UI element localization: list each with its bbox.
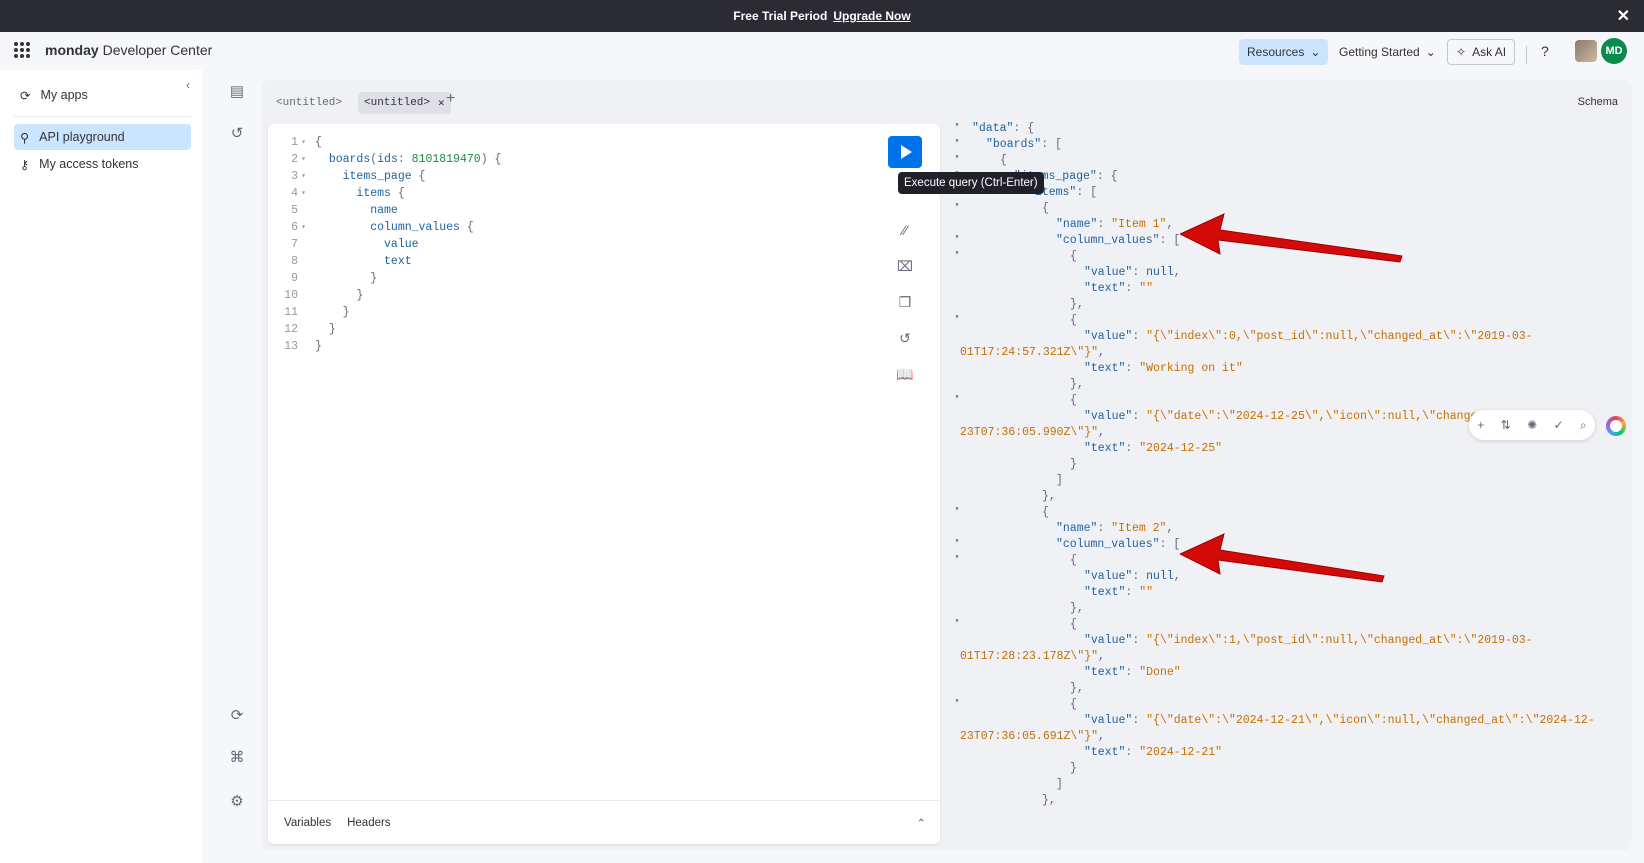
sidebar: ‹ ⟳ My apps ⚲ API playground ⚷ My access… (0, 70, 202, 863)
prettify-icon[interactable]: ⁄⁄ (902, 222, 908, 238)
chevron-up-icon[interactable]: ⌃ (916, 817, 926, 830)
getting-started-button[interactable]: Getting Started ⌄ (1331, 39, 1444, 65)
variables-tab[interactable]: Variables (284, 816, 332, 829)
docs-book-icon[interactable]: 📖 (896, 366, 914, 382)
item1-name: "Item 1" (1111, 218, 1167, 231)
upgrade-link[interactable]: Upgrade Now (833, 9, 911, 23)
token-icon: ⚷ (20, 157, 30, 172)
collapse-sidebar-icon[interactable]: ‹ (186, 78, 190, 92)
add-tab-icon[interactable]: + (446, 90, 456, 107)
shortcuts-icon[interactable]: ⌘ (229, 749, 245, 766)
close-tab-icon[interactable]: ✕ (438, 98, 445, 110)
editor-footer: Variables Headers ⌃ (268, 800, 940, 844)
merge-icon[interactable]: ⌧ (896, 258, 914, 274)
playground-icon: ⚲ (20, 130, 30, 145)
refresh-icon[interactable]: ⟳ (230, 707, 244, 724)
sort-icon[interactable]: ⇅ (1500, 418, 1511, 432)
trial-text: Free Trial Period (733, 9, 828, 23)
docs-icon[interactable]: ▤ (229, 83, 245, 100)
query-code[interactable]: 1▾{ 2▾ boards(ids: 8101819470) { 3▾ item… (284, 136, 502, 353)
search-doc-icon[interactable]: ⌕ (1580, 417, 1587, 432)
result-panel: ▾"data": { ▾"boards": [ ▾{ ▾"items_page"… (954, 121, 1595, 807)
chevron-down-icon: ⌄ (1310, 45, 1321, 59)
workspace-avatar[interactable] (1575, 40, 1597, 62)
sidebar-divider (14, 116, 191, 117)
query-editor[interactable]: 1▾{ 2▾ boards(ids: 8101819470) { 3▾ item… (268, 124, 940, 844)
apps-icon: ⟳ (20, 88, 31, 103)
trial-banner: Free Trial Period Upgrade Now ✕ (0, 0, 1644, 32)
tab-label: <untitled> (276, 97, 343, 109)
top-bar: monday Developer Center Resources ⌄ Gett… (0, 32, 1644, 70)
sidebar-item-label: API playground (39, 130, 125, 144)
tab-untitled-2[interactable]: <untitled> ✕ (358, 92, 451, 114)
sidebar-item-my-apps[interactable]: ⟳ My apps (14, 82, 191, 108)
execute-tooltip: Execute query (Ctrl-Enter) (898, 172, 1044, 194)
chevron-down-icon: ⌄ (1425, 45, 1436, 59)
resources-button[interactable]: Resources ⌄ (1239, 39, 1329, 65)
execute-query-button[interactable] (888, 136, 922, 168)
spellcheck-icon[interactable]: ✓ (1553, 418, 1564, 432)
history-icon[interactable]: ↺ (899, 330, 911, 346)
user-avatar[interactable]: MD (1601, 38, 1627, 64)
sparkle-icon: ✧ (1456, 45, 1467, 59)
history-icon[interactable]: ↺ (230, 125, 244, 142)
sidebar-item-api-playground[interactable]: ⚲ API playground (14, 124, 191, 150)
schema-button[interactable]: Schema (1577, 96, 1618, 108)
playground-rail: ▤ ↺ ⟳ ⌘ ⚙ (215, 70, 260, 863)
divider (1526, 46, 1527, 64)
headers-tab[interactable]: Headers (347, 816, 391, 829)
item2-name: "Item 2" (1111, 522, 1167, 535)
settings-icon[interactable]: ⚙ (230, 793, 244, 810)
bug-icon[interactable]: ✺ (1527, 418, 1538, 432)
getting-started-label: Getting Started (1339, 45, 1420, 59)
help-icon[interactable]: ? (1541, 43, 1549, 59)
app-grid-icon[interactable] (14, 42, 30, 58)
assistant-ring-icon[interactable] (1606, 416, 1626, 436)
close-icon[interactable]: ✕ (1616, 8, 1630, 25)
sidebar-item-access-tokens[interactable]: ⚷ My access tokens (14, 151, 191, 177)
ask-ai-label: Ask AI (1472, 45, 1507, 59)
ask-ai-button[interactable]: ✧ Ask AI (1447, 39, 1516, 65)
floating-toolbar: + ⇅ ✺ ✓ ⌕ (1469, 410, 1595, 440)
brand-title: monday Developer Center (45, 42, 213, 58)
board-id: 8101819470 (411, 153, 481, 166)
playground-main: <untitled> <untitled> ✕ + Schema 1▾{ 2▾ … (262, 80, 1632, 850)
copy-icon[interactable]: ❐ (898, 294, 912, 310)
plus-icon[interactable]: + (1477, 418, 1485, 432)
tab-label: <untitled> (364, 97, 431, 109)
tab-untitled-1[interactable]: <untitled> (270, 92, 348, 114)
resources-label: Resources (1247, 45, 1305, 59)
sidebar-item-label: My apps (40, 88, 88, 102)
sidebar-item-label: My access tokens (39, 157, 139, 171)
